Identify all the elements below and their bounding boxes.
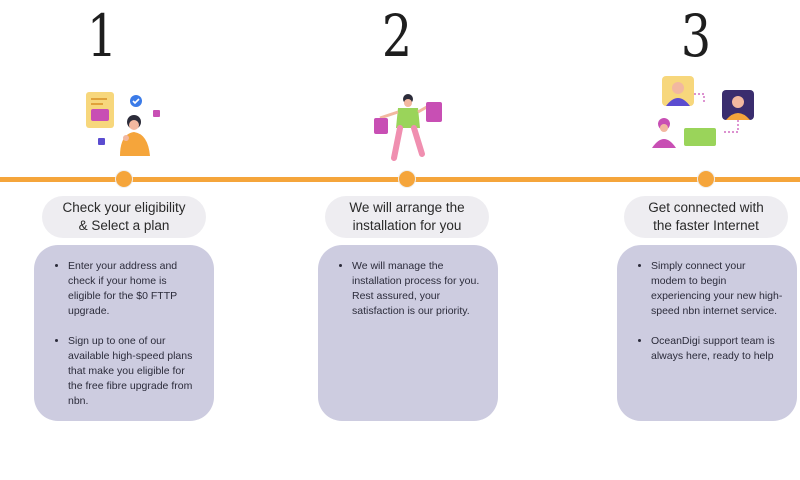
shopping-bag-icon (374, 118, 388, 134)
list-item: Sign up to one of our available high-spe… (68, 334, 200, 409)
step-3-title-line2: the faster Internet (653, 218, 759, 233)
list-item: Enter your address and check if your hom… (68, 259, 200, 319)
list-item: OceanDigi support team is always here, r… (651, 334, 783, 364)
timeline-dot-3 (697, 170, 715, 188)
timeline-dot-1 (115, 170, 133, 188)
step-1-title-line2: & Select a plan (78, 218, 170, 233)
list-item: We will manage the installation process … (352, 259, 484, 319)
step-1-title-line1: Check your eligibility (62, 200, 186, 215)
step-3-number: 3 (680, 2, 712, 70)
step-2-title-line2: installation for you (352, 218, 462, 233)
step-3-card: Simply connect your modem to begin exper… (617, 245, 797, 421)
step-3-title-line1: Get connected with (648, 200, 764, 215)
step-2-number: 2 (381, 2, 413, 70)
step-1-number: 1 (86, 2, 118, 70)
list-item: Simply connect your modem to begin exper… (651, 259, 783, 319)
laptop-icon (684, 128, 716, 146)
step-2-title-line1: We will arrange the (349, 200, 465, 215)
shopping-person-illustration (374, 94, 442, 161)
timeline-dot-2 (398, 170, 416, 188)
step-2-title: We will arrange the installation for you (325, 196, 489, 238)
video-call-illustration (652, 76, 754, 148)
step-1-card: Enter your address and check if your hom… (34, 245, 214, 421)
step-1-title: Check your eligibility & Select a plan (42, 196, 206, 238)
shopping-bag-icon (426, 102, 442, 122)
step-3-title: Get connected with the faster Internet (624, 196, 788, 238)
step-2-card: We will manage the installation process … (318, 245, 498, 421)
checklist-person-illustration (86, 92, 160, 156)
